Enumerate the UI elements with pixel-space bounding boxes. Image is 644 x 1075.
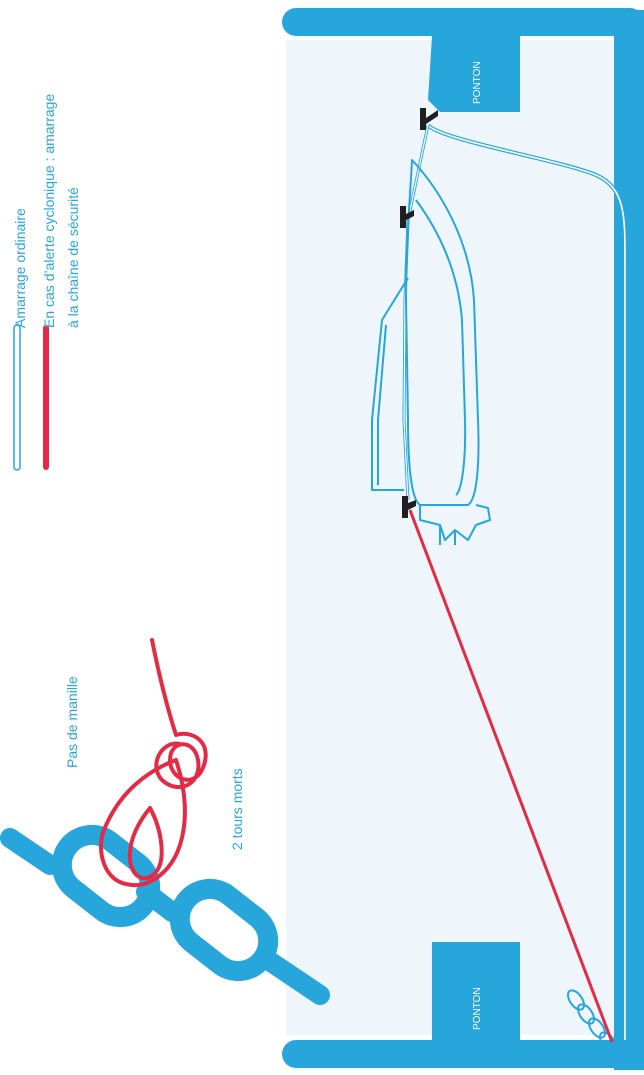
cleats [400, 108, 438, 518]
top-edge-bar [282, 8, 644, 36]
legend-cyclone-label-line2: à la chaîne de sécurité [65, 187, 81, 328]
chain-connector [136, 882, 182, 922]
cleat-bow-boat [400, 206, 406, 228]
cleat-bow-pontoon [420, 108, 426, 130]
chain-end-bottom [258, 950, 330, 1005]
legend-cyclone-label-line1: En cas d’alerte cyclonique : amarrage [41, 94, 57, 328]
knot-detail: Pas de manille 2 tours morts [0, 638, 330, 1005]
chain-link-1 [51, 824, 161, 928]
legend-cyclone-swatch [43, 325, 49, 470]
pontoon-top: PONTON [428, 36, 520, 112]
boat [371, 159, 491, 545]
water-basin [286, 40, 616, 1035]
legend-ordinary-swatch [13, 324, 21, 471]
legend: Amarrage ordinaire En cas d’alerte cyclo… [12, 94, 81, 471]
bottom-edge-bar [282, 1040, 644, 1068]
pontoon-bottom: PONTON [432, 942, 520, 1040]
pontoon-top-label: PONTON [472, 61, 483, 104]
cyclone-mooring-line [408, 509, 614, 1043]
chain-end-top [0, 828, 60, 875]
pontoon-bottom-label: PONTON [472, 987, 483, 1030]
quay-wall [614, 10, 644, 1070]
legend-ordinary-label: Amarrage ordinaire [12, 208, 28, 328]
knot-rope [150, 638, 208, 790]
cleat-stern-boat [402, 496, 408, 518]
knot-shackle-label: Pas de manille [64, 676, 80, 768]
security-chain [567, 989, 628, 1067]
knot-turns-label: 2 tours morts [229, 768, 245, 850]
